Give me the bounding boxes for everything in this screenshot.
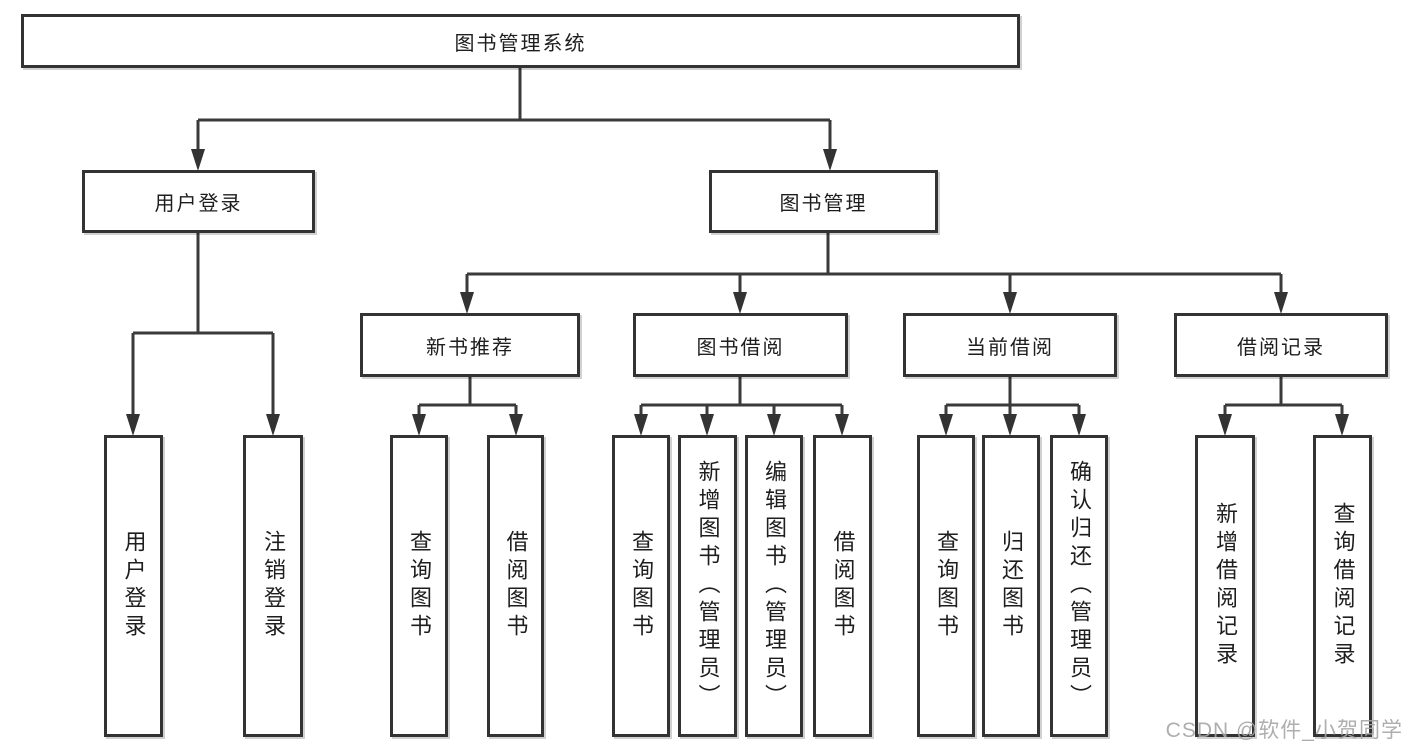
leaf-query-borrow-record-label: 查询借阅记录 — [1330, 502, 1356, 670]
leaf-query-books-current: 查询图书 — [917, 435, 975, 737]
leaf-add-book-admin-label: 新增图书（管理员） — [695, 460, 721, 712]
leaf-add-book-admin: 新增图书（管理员） — [678, 435, 737, 737]
leaf-borrow-books-recommend: 借阅图书 — [487, 435, 544, 737]
leaf-confirm-return-admin-label: 确认归还（管理员） — [1067, 460, 1092, 712]
leaf-edit-book-admin-label: 编辑图书（管理员） — [762, 460, 787, 712]
connector-book-borrow-branch — [639, 377, 844, 416]
node-borrow-records: 借阅记录 — [1174, 313, 1388, 377]
node-current-borrow-label: 当前借阅 — [966, 336, 1054, 359]
leaf-query-books-recommend: 查询图书 — [390, 435, 448, 737]
leaf-return-books: 归还图书 — [982, 435, 1040, 737]
leaf-add-borrow-record: 新增借阅记录 — [1195, 435, 1255, 737]
node-user-login: 用户登录 — [82, 170, 315, 233]
leaf-confirm-return-admin: 确认归还（管理员） — [1050, 435, 1108, 737]
leaf-logout-label: 注销登录 — [261, 530, 286, 642]
node-book-management: 图书管理 — [709, 170, 938, 233]
node-library-system: 图书管理系统 — [21, 14, 1020, 68]
leaf-query-books-borrow-label: 查询图书 — [629, 530, 654, 642]
node-book-borrow: 图书借阅 — [633, 313, 848, 377]
arrowheads — [126, 149, 1349, 436]
connector-current-borrow-branch — [944, 377, 1081, 416]
node-book-borrow-label: 图书借阅 — [696, 336, 785, 359]
leaf-edit-book-admin: 编辑图书（管理员） — [745, 435, 803, 737]
leaf-query-books-current-label: 查询图书 — [934, 530, 959, 642]
connector-root-to-level2 — [196, 68, 832, 151]
connector-new-book-branch — [417, 377, 518, 416]
node-current-borrow: 当前借阅 — [903, 313, 1117, 377]
node-book-management-label: 图书管理 — [779, 193, 868, 215]
leaf-borrow-books-recommend-label: 借阅图书 — [503, 530, 529, 642]
leaf-user-login: 用户登录 — [104, 435, 163, 737]
leaf-user-login-label: 用户登录 — [121, 530, 147, 642]
node-new-book-recommend-label: 新书推荐 — [426, 336, 514, 359]
leaf-borrow-books-label: 借阅图书 — [830, 530, 856, 642]
leaf-query-books-borrow: 查询图书 — [612, 435, 670, 737]
leaf-query-books-recommend-label: 查询图书 — [407, 530, 432, 642]
node-new-book-recommend: 新书推荐 — [360, 313, 580, 377]
csdn-watermark: CSDN @软件_小贺同学 — [1165, 719, 1403, 742]
leaf-query-borrow-record: 查询借阅记录 — [1313, 435, 1372, 737]
leaf-return-books-label: 归还图书 — [999, 530, 1024, 642]
leaf-borrow-books: 借阅图书 — [813, 435, 872, 737]
node-user-login-label: 用户登录 — [154, 193, 243, 215]
leaf-logout: 注销登录 — [243, 435, 303, 737]
connector-borrow-records-branch — [1223, 377, 1344, 416]
node-library-system-label: 图书管理系统 — [454, 32, 587, 55]
node-borrow-records-label: 借阅记录 — [1237, 336, 1325, 359]
connector-user-login-branch — [131, 233, 275, 416]
connector-book-management-branch — [465, 233, 1283, 294]
leaf-add-borrow-record-label: 新增借阅记录 — [1213, 502, 1238, 670]
